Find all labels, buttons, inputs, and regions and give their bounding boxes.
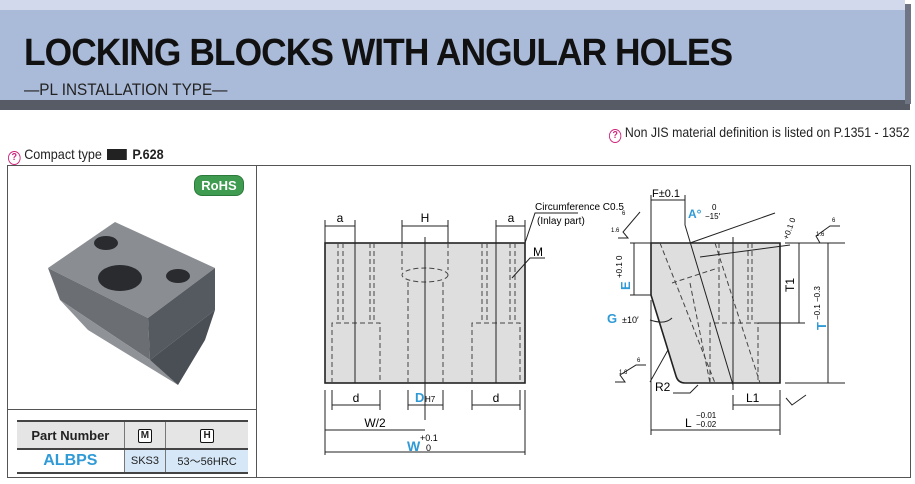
dim-L-tol-lower: −0.02 [696, 420, 717, 429]
roughness-value: 1.6 [816, 232, 825, 238]
banner-edge [905, 4, 911, 104]
image-table-divider [7, 409, 256, 410]
label-chamfer: Circumference C0.5 [535, 202, 624, 213]
banner-top-strip [0, 0, 905, 10]
dim-W-half: W/2 [364, 416, 386, 430]
col-part-number: Part Number [17, 420, 125, 450]
part-number: ALBPS [17, 449, 125, 474]
dim-L: L [685, 416, 692, 430]
dim-W-tol-lower: 0 [426, 443, 431, 453]
dim-W: W [407, 438, 421, 454]
panel-divider [256, 165, 257, 478]
banner-bottom-strip [0, 100, 910, 110]
compact-label: Compact type [24, 146, 102, 162]
col-material: M [123, 420, 166, 450]
product-panel [7, 165, 911, 478]
dim-L-tol-upper: −0.01 [696, 411, 717, 420]
side-view-body [650, 242, 781, 384]
banner-body [0, 10, 905, 100]
dim-T-tol: −0.1 −0.3 [813, 286, 822, 320]
dim-gap-tol: +0.1 0 [781, 216, 797, 241]
roughness-value: 6 [832, 218, 836, 224]
dim-A: A° [688, 207, 702, 221]
rohs-badge: RoHS [195, 176, 243, 195]
dim-d-right: d [493, 391, 500, 405]
compact-type-icon [107, 149, 128, 160]
page-subtitle: —PL INSTALLATION TYPE— [24, 80, 228, 99]
dim-E-tol: +0.1 0 [615, 255, 624, 278]
dim-A-tol-upper: 0 [712, 203, 717, 212]
material: SKS3 [123, 449, 166, 474]
page-title: LOCKING BLOCKS WITH ANGULAR HOLES [24, 32, 733, 74]
dim-A-tol-lower: −15′ [705, 212, 721, 221]
label-M: M [533, 245, 543, 259]
dim-D-tol: H7 [425, 395, 436, 404]
spec-table: Part Number M H ALBPS SKS3 53〜56HRC [17, 420, 248, 474]
material-icon: M [137, 429, 152, 443]
dim-W-tol-upper: +0.1 [420, 433, 438, 443]
pin-icon: ? [8, 151, 21, 165]
product-image [48, 222, 215, 385]
table-row: ALBPS SKS3 53〜56HRC [17, 449, 248, 474]
dim-a-right: a [508, 211, 515, 225]
material-note-text[interactable]: Non JIS material definition is listed on… [624, 124, 909, 140]
roughness-value: 6 [637, 358, 641, 364]
dim-T1: T1 [783, 278, 797, 292]
col-hardness: H [165, 420, 248, 450]
dim-H: H [421, 211, 430, 225]
compact-page-link[interactable]: P.628 [132, 146, 164, 162]
dim-G-tol: ±10′ [622, 315, 639, 325]
dim-d-left: d [353, 391, 360, 405]
material-note: ?Non JIS material definition is listed o… [608, 124, 909, 143]
compact-type-ref[interactable]: ?Compact type P.628 [8, 146, 164, 165]
label-inlay: (Inlay part) [537, 216, 585, 227]
hardness-icon: H [200, 429, 215, 443]
dim-a-left: a [337, 211, 344, 225]
dim-F: F±0.1 [652, 188, 680, 200]
roughness-value: 1.6 [611, 228, 620, 234]
pin-icon: ? [608, 129, 621, 143]
dim-E: E [618, 281, 633, 290]
dim-D: D [415, 390, 424, 405]
roughness-symbols [615, 211, 840, 406]
hardness: 53〜56HRC [165, 449, 248, 474]
dim-G: G [607, 311, 617, 326]
dim-L1: L1 [746, 391, 760, 405]
roughness-value: 6 [622, 211, 626, 217]
dim-R2: R2 [655, 380, 671, 394]
dim-T: T [814, 322, 829, 330]
title-banner: LOCKING BLOCKS WITH ANGULAR HOLES —PL IN… [0, 0, 915, 112]
